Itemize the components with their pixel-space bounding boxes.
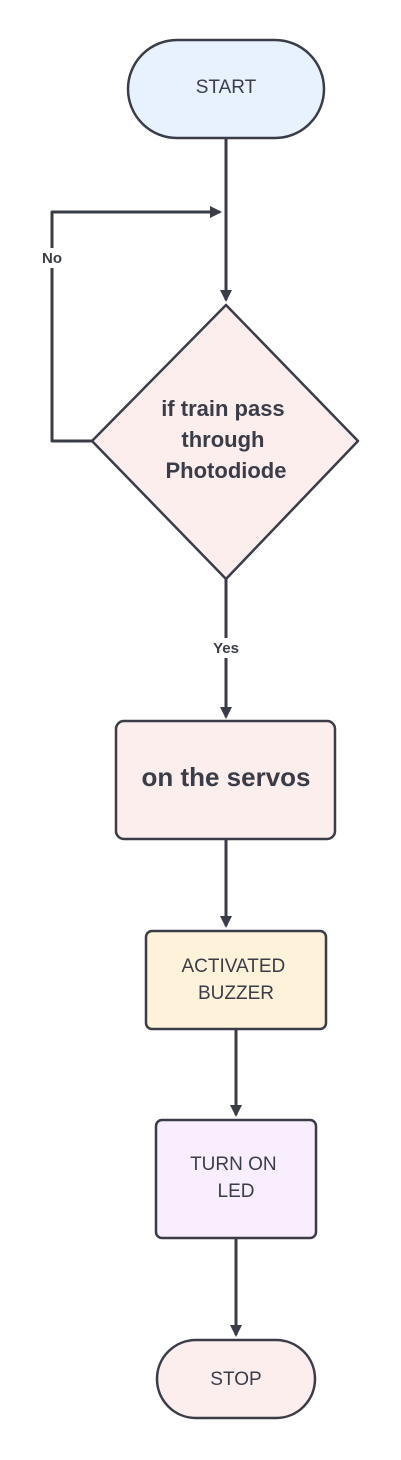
decision-label-line-3: Photodiode bbox=[166, 458, 287, 483]
edge-no-loop bbox=[50, 206, 222, 443]
led-label: TURN ON LED bbox=[190, 1154, 282, 1202]
led-shape bbox=[154, 1118, 318, 1240]
stop-node: STOP bbox=[155, 1338, 317, 1420]
decision-label-line-1: if train pass bbox=[161, 396, 284, 421]
buzzer-node: ACTIVATED BUZZER bbox=[144, 929, 328, 1031]
stop-label: STOP bbox=[210, 1369, 261, 1390]
buzzer-shape bbox=[144, 929, 328, 1031]
led-label-line-1: TURN ON bbox=[190, 1154, 277, 1175]
stop-shape bbox=[155, 1338, 317, 1420]
start-label: START bbox=[196, 77, 257, 98]
buzzer-label-line-1: ACTIVATED bbox=[181, 956, 285, 977]
yes-label-bg bbox=[208, 638, 244, 658]
servos-label: on the servos bbox=[141, 762, 310, 792]
led-label-line-2: LED bbox=[218, 1181, 255, 1202]
yes-label: Yes bbox=[213, 640, 239, 657]
decision-label: if train pass through Photodiode bbox=[161, 396, 291, 483]
decision-label-line-2: through bbox=[181, 427, 264, 452]
start-node: START bbox=[126, 38, 326, 140]
no-label: No bbox=[42, 250, 62, 267]
decision-node: if train pass through Photodiode bbox=[90, 303, 360, 581]
servos-node: on the servos bbox=[114, 719, 337, 841]
no-label-bg bbox=[38, 248, 66, 268]
buzzer-label: ACTIVATED BUZZER bbox=[181, 956, 290, 1004]
led-node: TURN ON LED bbox=[154, 1118, 318, 1240]
buzzer-label-line-2: BUZZER bbox=[198, 983, 274, 1004]
